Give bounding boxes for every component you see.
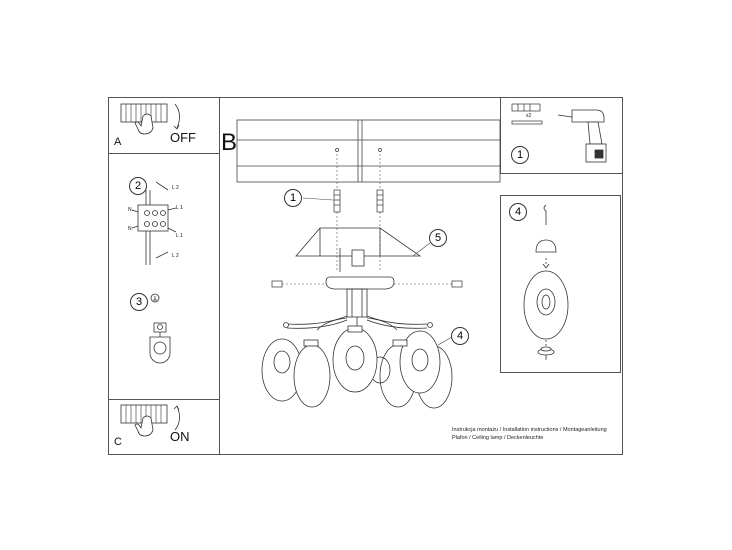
callout-screws: 1 xyxy=(284,189,302,207)
caption-line-1: Instrukcja montażu / Installation instru… xyxy=(452,427,607,433)
ground-terminal xyxy=(149,293,171,364)
panel-b-letter: B xyxy=(221,129,238,156)
anchor-quantity: x2 xyxy=(526,113,532,119)
callout-glass: 4 xyxy=(451,327,469,345)
wall-anchors xyxy=(333,189,384,213)
wire-label-n-bottom: N xyxy=(128,226,132,232)
panel-a-action: OFF xyxy=(170,130,196,145)
caption-line-2: Plafon / Ceiling lamp / Deckenleuchte xyxy=(452,435,544,441)
canopy xyxy=(325,276,395,290)
step-1-number: 1 xyxy=(511,146,529,164)
wire-label-l2-bottom: L 2 xyxy=(172,253,179,259)
terminal-block-c xyxy=(120,404,180,437)
terminal-block-a xyxy=(120,103,180,135)
mounting-plate xyxy=(295,227,422,272)
callout-canopy: 5 xyxy=(429,229,447,247)
lamp-frame xyxy=(283,288,433,331)
ceiling xyxy=(236,119,501,183)
instructions-caption: Instrukcja montażu / Installation instru… xyxy=(452,426,607,442)
anchor-screw-set xyxy=(511,103,543,125)
wire-label-l1-bottom: L 1 xyxy=(176,233,183,239)
step-2-number: 2 xyxy=(129,177,147,195)
wire-label-l1-top: L 1 xyxy=(176,205,183,211)
panel-c-action: ON xyxy=(170,429,190,444)
step-3-number: 3 xyxy=(130,293,148,311)
wire-label-n-top: N xyxy=(128,207,132,213)
drill-icon xyxy=(557,109,607,163)
wire-label-l2-top: L 2 xyxy=(172,185,179,191)
shade-assembly xyxy=(523,204,569,360)
wiring-diagram xyxy=(131,181,177,265)
glass-shades xyxy=(261,325,453,409)
panel-a-letter: A xyxy=(114,136,122,148)
step-4-number: 4 xyxy=(509,203,527,221)
panel-c-letter: C xyxy=(114,436,122,448)
